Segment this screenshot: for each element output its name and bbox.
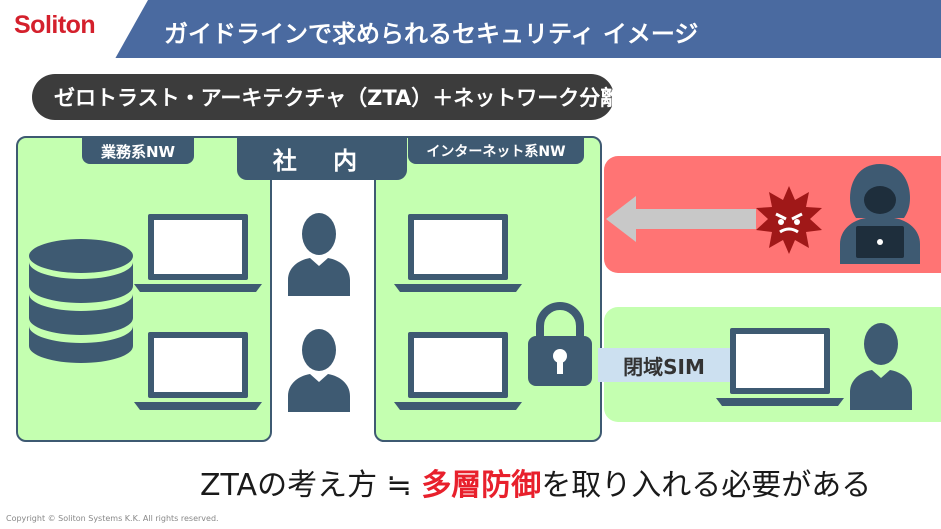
arrow-left-icon <box>606 196 756 242</box>
conclusion-text: ZTAの考え方 ≒ 多層防御を取り入れる必要がある <box>200 460 871 504</box>
hacker-icon <box>840 164 920 264</box>
laptop-icon <box>394 214 522 292</box>
business-nw-label: 業務系NW <box>82 138 194 164</box>
person-icon <box>288 213 350 296</box>
person-icon <box>850 323 912 410</box>
internal-label: 社 内 <box>237 136 407 180</box>
conclusion-suffix: を取り入れる必要がある <box>541 468 872 503</box>
subtitle-pill: ゼロトラスト・アーキテクチャ（ZTA）＋ネットワーク分離 <box>32 74 621 120</box>
header-bar <box>0 0 941 58</box>
laptop-icon <box>394 332 522 410</box>
lock-icon <box>528 302 592 386</box>
page-title: ガイドラインで求められるセキュリティ イメージ <box>164 20 699 48</box>
virus-icon <box>756 186 822 254</box>
soliton-logo: Soliton <box>14 11 96 39</box>
person-icon <box>288 329 350 412</box>
laptop-icon <box>134 332 262 410</box>
internet-nw-label: インターネット系NW <box>408 138 584 164</box>
laptop-icon <box>716 328 844 406</box>
closed-sim-label: 閉域SIM <box>598 348 730 382</box>
database-icon <box>29 239 133 363</box>
conclusion-highlight: 多層防御 <box>421 468 542 503</box>
conclusion-prefix: ZTAの考え方 ≒ <box>200 468 422 503</box>
copyright: Copyright © Soliton Systems K.K. All rig… <box>6 514 219 523</box>
laptop-icon <box>134 214 262 292</box>
